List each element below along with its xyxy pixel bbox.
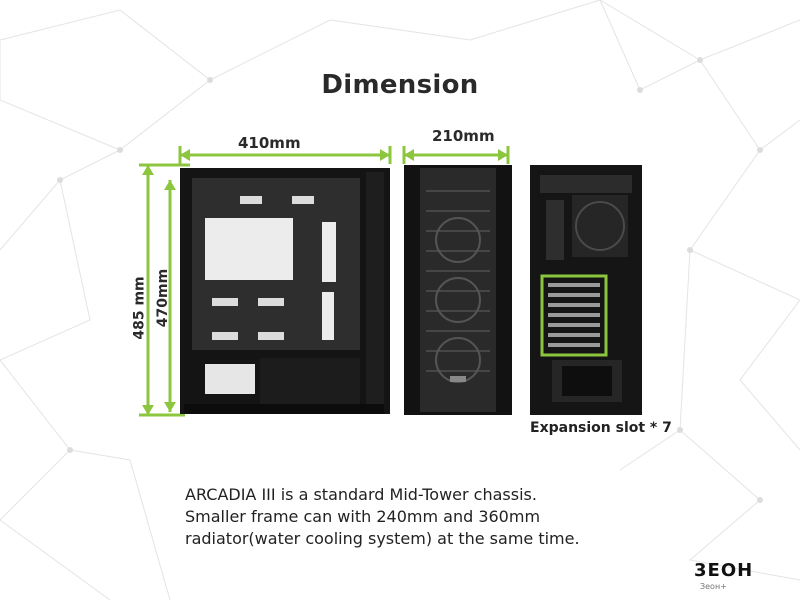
expansion-slot-highlight [540, 274, 608, 357]
front-width-label: 210mm [432, 127, 495, 145]
side-width-dimension-line [178, 146, 392, 164]
description-line-1: ARCADIA III is a standard Mid-Tower chas… [185, 485, 537, 504]
outer-height-label: 485 mm [131, 276, 148, 340]
side-view-case [180, 168, 390, 414]
rear-view-case [530, 165, 642, 415]
brand-logo: 3EOH [694, 560, 754, 581]
front-width-dimension-line [402, 146, 510, 164]
description-line-2: Smaller frame can with 240mm and 360mm [185, 507, 541, 526]
inner-height-label: 470mm [155, 268, 172, 328]
front-view-case [404, 165, 512, 415]
page-title: Dimension [321, 70, 479, 100]
inner-height-dimension-line [164, 180, 176, 412]
outer-height-dimension-line [139, 163, 190, 417]
expansion-slot-caption: Expansion slot * 7 [530, 420, 672, 436]
side-width-label: 410mm [238, 134, 301, 152]
description-text: ARCADIA III is a standard Mid-Tower chas… [185, 484, 645, 550]
description-line-3: radiator(water cooling system) at the sa… [185, 529, 580, 548]
brand-sub: Зеон+ [700, 582, 727, 591]
